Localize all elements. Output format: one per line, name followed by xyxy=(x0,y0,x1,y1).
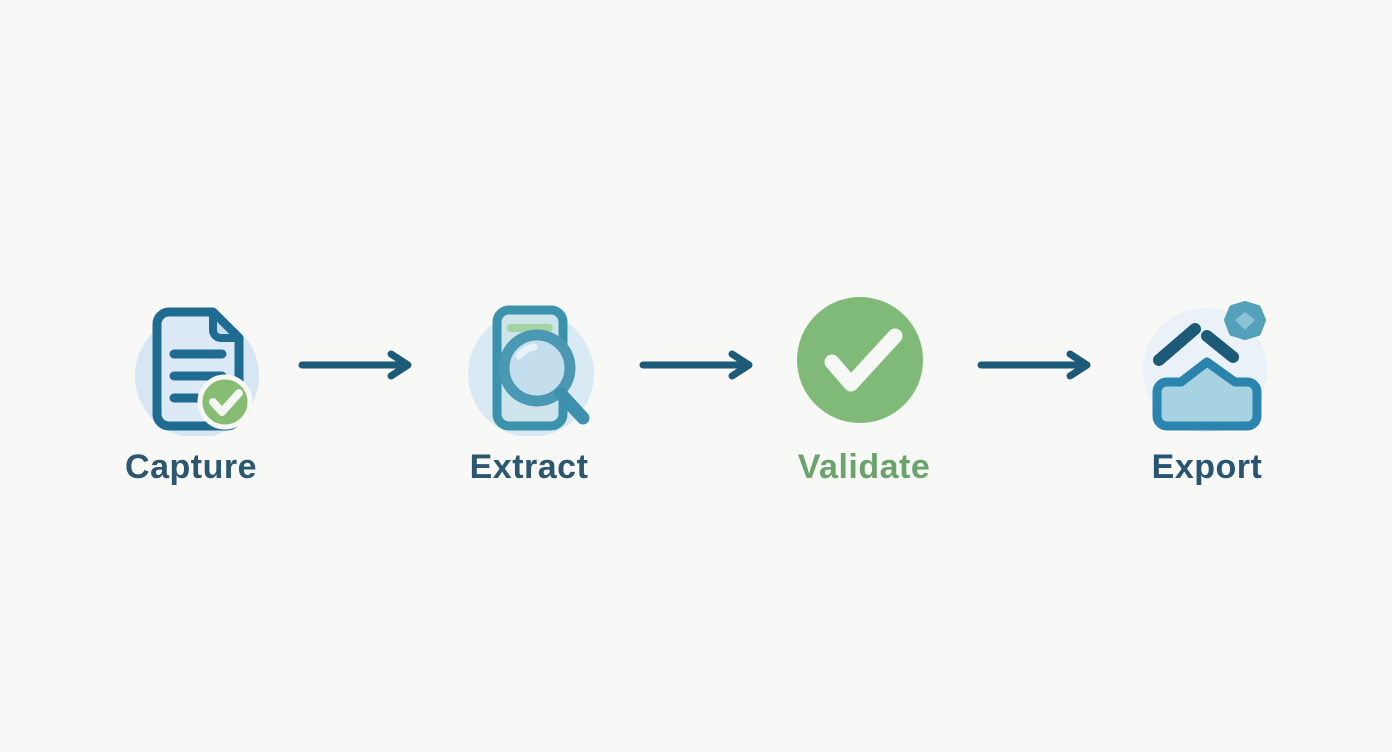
step-capture: Capture xyxy=(91,296,291,487)
check-circle-icon xyxy=(794,296,934,436)
check-badge xyxy=(197,374,253,430)
document-fold xyxy=(209,308,243,342)
chevron-right-stroke xyxy=(1201,330,1239,363)
export-tray-icon xyxy=(1137,296,1277,436)
chevron-left-stroke xyxy=(1153,323,1201,366)
step-label-extract: Extract xyxy=(469,448,589,486)
step-label-export: Export xyxy=(1151,448,1263,486)
step-label-validate: Validate xyxy=(797,448,931,486)
document-search-icon xyxy=(459,296,599,436)
success-circle xyxy=(797,297,923,423)
arrow-right-icon xyxy=(975,348,1095,382)
magnifier-handle xyxy=(554,387,590,425)
check-mark xyxy=(824,328,903,392)
step-validate: Validate xyxy=(764,296,964,487)
document-check-icon xyxy=(121,296,261,436)
badge-check-mark xyxy=(209,389,243,416)
step-label-capture: Capture xyxy=(125,448,257,486)
lens-highlight xyxy=(515,343,538,360)
step-export: Export xyxy=(1107,296,1307,487)
export-tray xyxy=(1152,357,1262,431)
step-extract: Extract xyxy=(429,296,629,487)
arrow-right-icon xyxy=(637,348,757,382)
arrow-right-icon xyxy=(296,348,416,382)
gear-blob-inner xyxy=(1235,312,1255,330)
